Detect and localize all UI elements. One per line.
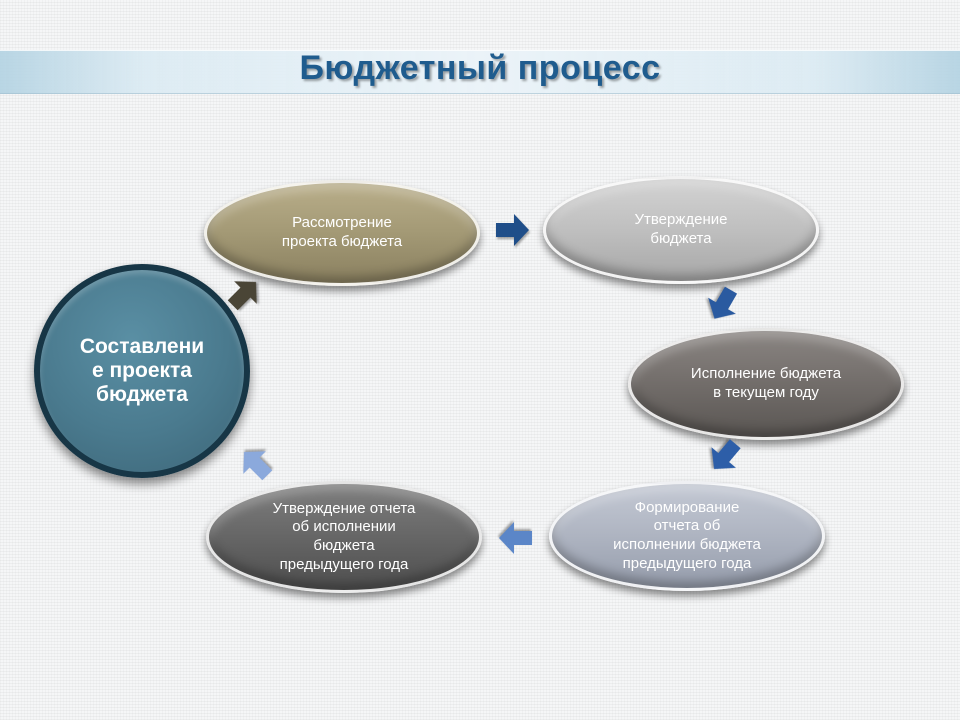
arrow-report-to-report-approval-icon bbox=[496, 518, 536, 558]
arrow-review-to-approval-icon bbox=[492, 210, 532, 250]
arrow-report-approval-to-drafting-icon bbox=[236, 444, 276, 484]
node-report-preparation: Формирование отчета об исполнении бюджет… bbox=[549, 481, 825, 591]
node-report-approval: Утверждение отчета об исполнении бюджета… bbox=[206, 481, 482, 593]
node-budget-review: Рассмотрение проекта бюджета bbox=[204, 180, 480, 286]
node-budget-drafting: Составлени е проекта бюджета bbox=[34, 264, 250, 478]
node-report-approval-label: Утверждение отчета об исполнении бюджета… bbox=[272, 499, 416, 573]
node-budget-execution: Исполнение бюджета в текущем году bbox=[628, 328, 904, 440]
node-report-preparation-label: Формирование отчета об исполнении бюджет… bbox=[613, 498, 761, 572]
node-budget-execution-label: Исполнение бюджета в текущем году bbox=[690, 365, 842, 401]
title-bar bbox=[0, 50, 960, 94]
node-budget-review-label: Рассмотрение проекта бюджета bbox=[281, 214, 403, 250]
node-budget-approval-label: Утверждение бюджета bbox=[634, 211, 728, 247]
arrow-drafting-to-review-icon bbox=[224, 274, 264, 314]
arrow-execution-to-report-icon bbox=[705, 436, 745, 476]
node-budget-approval: Утверждение бюджета bbox=[543, 176, 819, 284]
arrow-approval-to-execution-icon bbox=[703, 284, 743, 324]
slide-title: Бюджетный процесс bbox=[299, 49, 661, 87]
node-budget-drafting-label: Составлени е проекта бюджета bbox=[79, 334, 205, 407]
